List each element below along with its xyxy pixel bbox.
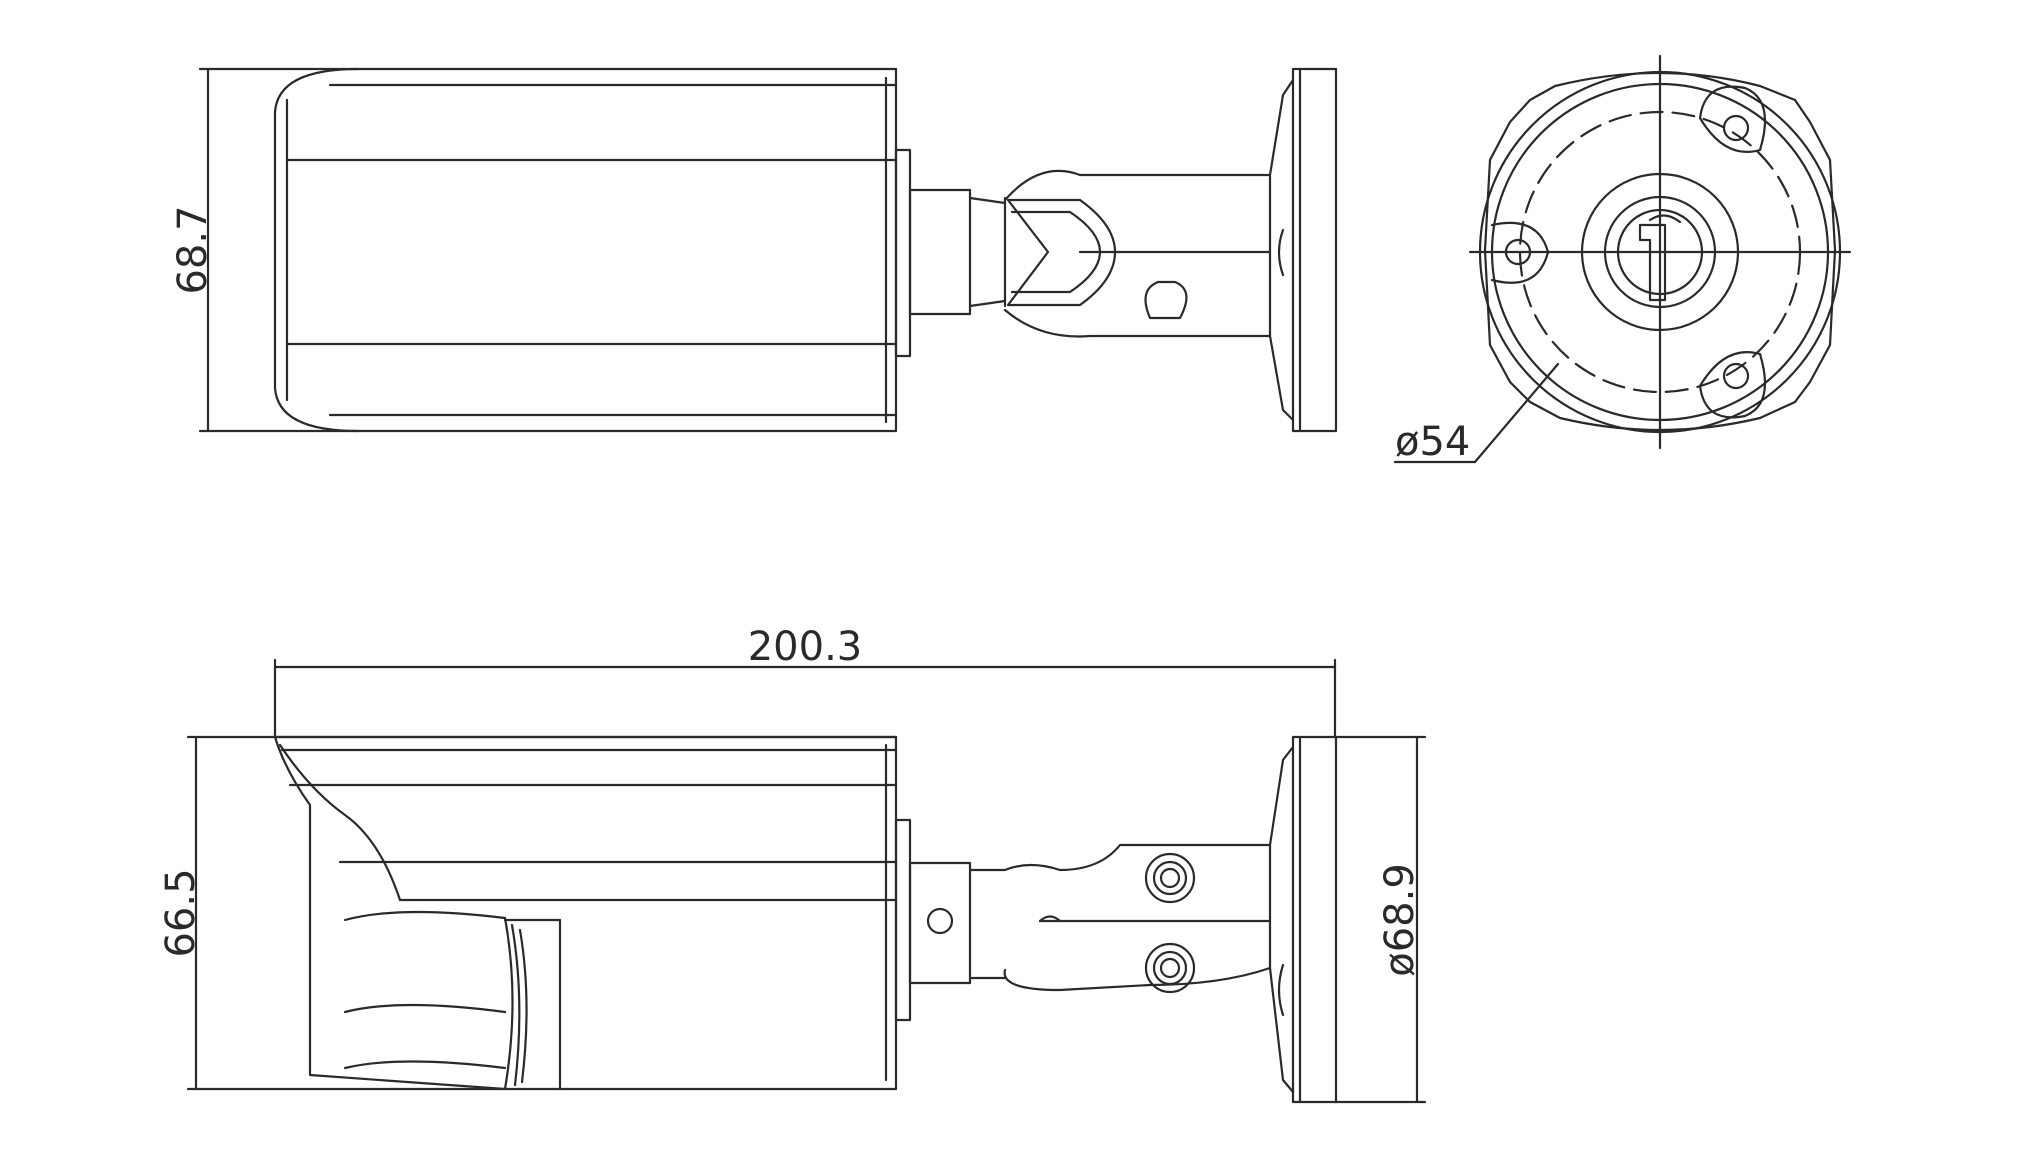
- ir-fin-top: [343, 910, 507, 922]
- top-height-dimension: [198, 67, 360, 433]
- front-diameter-leader: [1393, 362, 1560, 464]
- front-diameter-label: ø54: [1395, 419, 1470, 465]
- top-height-label: 68.7: [170, 205, 216, 294]
- ir-fin-middle: [343, 1003, 507, 1014]
- top-mount-arm: [908, 169, 1272, 338]
- side-height-label: 66.5: [158, 868, 204, 957]
- overall-length-label: 200.3: [748, 624, 863, 670]
- side-view: [186, 658, 1427, 1104]
- front-view: [1393, 54, 1852, 464]
- side-wall-plate: [1268, 735, 1338, 1104]
- ir-fin-bottom: [343, 1060, 507, 1070]
- front-screw-left: [1490, 221, 1550, 284]
- side-height-dimension: [186, 735, 898, 1091]
- side-camera-body: [273, 735, 954, 1091]
- side-mount-arm: [908, 843, 1272, 994]
- top-camera-body: [273, 67, 912, 433]
- front-screw-bottom-right: [1698, 351, 1767, 419]
- top-wall-plate: [1268, 67, 1338, 433]
- top-view: [198, 67, 1338, 433]
- mount-base-dimension: [1333, 735, 1427, 1104]
- front-screw-top-right: [1698, 85, 1767, 153]
- side-screw-upper: [1144, 852, 1196, 904]
- overall-length-dimension: [273, 658, 1337, 739]
- side-screw-lower: [1144, 942, 1196, 994]
- mount-base-diameter-label: ø68.9: [1377, 863, 1423, 977]
